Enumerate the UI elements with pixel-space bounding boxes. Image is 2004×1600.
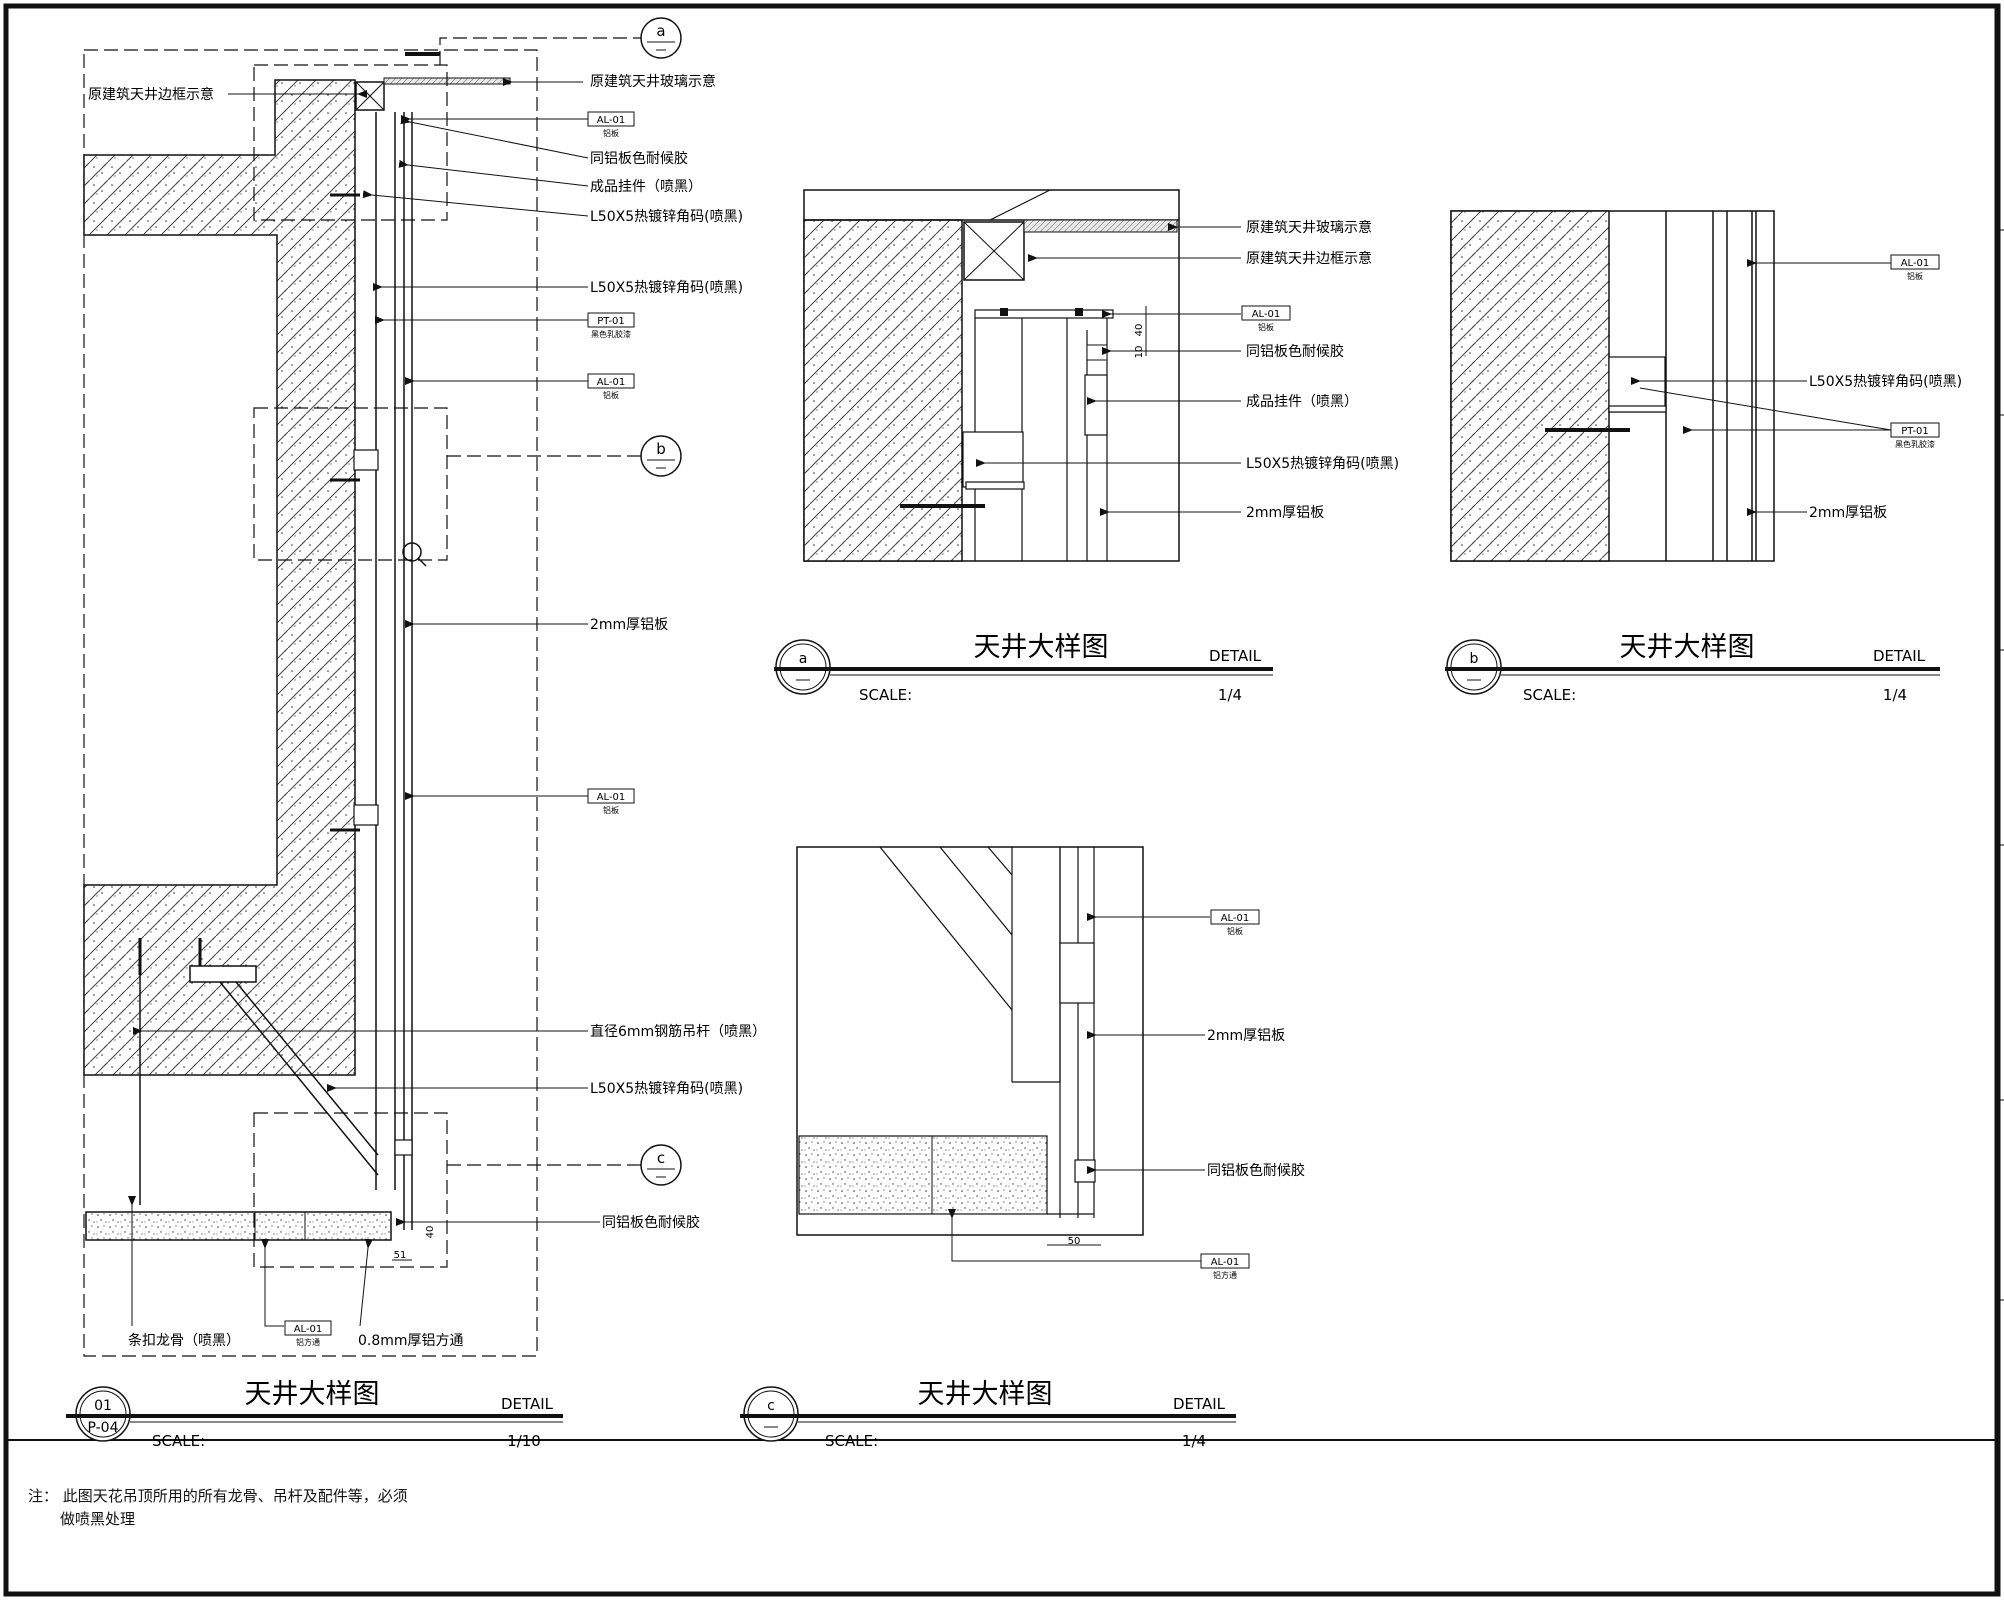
c-tag-al01-top: AL-01 — [1221, 913, 1250, 924]
main-title-detail: DETAIL — [501, 1395, 554, 1413]
label-hanger: 成品挂件（喷黑） — [590, 179, 702, 195]
detail-b-concrete — [1450, 210, 1610, 562]
dim-40: 40 — [425, 1226, 436, 1239]
a-title-detail: DETAIL — [1209, 647, 1262, 665]
callout-b-letter: b — [656, 440, 666, 458]
tag-al01-low-sub: 铝板 — [603, 805, 619, 815]
label-angle2: L50X5热镀锌角码(喷黑) — [590, 279, 743, 296]
tag-al01-mid-sub: 铝板 — [603, 390, 619, 400]
c-label-plate: 2mm厚铝板 — [1207, 1028, 1285, 1044]
c-tag-al01-bottom: AL-01 — [1211, 1257, 1240, 1268]
detail-c-slab — [798, 1135, 1048, 1215]
tag-pt01-sub: 黑色乳胶漆 — [591, 329, 631, 339]
c-tag-al01-bottom-sub: 铝方通 — [1213, 1270, 1237, 1280]
callout-marker-c: c — [640, 1144, 682, 1186]
c-title-scale-value: 1/4 — [1182, 1432, 1206, 1450]
c-title-name: 天井大样图 — [918, 1379, 1053, 1410]
label-plate: 2mm厚铝板 — [590, 617, 668, 633]
b-title-tag: b — [1470, 651, 1479, 667]
title-tag-sheet: P-04 — [87, 1420, 118, 1436]
b-title-name: 天井大样图 — [1620, 632, 1755, 663]
detail-c-frame — [796, 846, 1144, 1236]
b-tag-al01: AL-01 — [1901, 258, 1930, 269]
detail-b: AL-01 铝板 L50X5热镀锌角码(喷黑) PT-01 黑色乳胶漆 2mm厚… — [1445, 210, 1962, 704]
main-detail: a b c 原建筑天井边框示意 — [66, 17, 766, 1450]
b-label-angle: L50X5热镀锌角码(喷黑) — [1809, 373, 1962, 390]
a-title-name: 天井大样图 — [974, 632, 1109, 663]
callout-a-letter: a — [656, 22, 665, 40]
sheet-border — [3, 3, 2001, 1597]
dim-51: 51 — [394, 1250, 407, 1261]
a-title-scale-label: SCALE: — [859, 686, 912, 704]
b-title-detail: DETAIL — [1873, 647, 1926, 665]
tag-al01-top: AL-01 — [597, 115, 626, 126]
callout-box-b — [253, 407, 448, 561]
detail-b-title: b 天井大样图 DETAIL SCALE: 1/4 — [1445, 632, 1940, 704]
c-label-sealant: 同铝板色耐候胶 — [1207, 1162, 1305, 1179]
note-line-2: 做喷黑处理 — [60, 1510, 136, 1528]
a-tag-al01-sub: 铝板 — [1258, 322, 1274, 332]
b-label-plate: 2mm厚铝板 — [1809, 505, 1887, 521]
a-dim-10: 10 — [1134, 346, 1145, 359]
tag-al01-bottom: AL-01 — [294, 1324, 323, 1335]
a-tag-al01: AL-01 — [1252, 309, 1281, 320]
b-tag-pt01: PT-01 — [1901, 426, 1929, 437]
detail-a-title: a 天井大样图 DETAIL SCALE: 1/4 — [774, 632, 1273, 704]
main-title-name: 天井大样图 — [245, 1379, 380, 1410]
detail-c-title: c 天井大样图 DETAIL SCALE: 1/4 — [740, 1379, 1236, 1450]
detail-a-concrete — [803, 219, 963, 562]
a-label-hanger: 成品挂件（喷黑） — [1246, 394, 1358, 410]
callout-marker-a: a — [640, 17, 682, 59]
detail-c: AL-01 铝板 2mm厚铝板 同铝板色耐候胶 AL-01 铝方通 50 c 天… — [740, 846, 1305, 1450]
label-glass: 原建筑天井玻璃示意 — [590, 73, 716, 90]
label-frame: 原建筑天井边框示意 — [88, 86, 214, 103]
callout-c-letter: c — [657, 1149, 665, 1167]
main-detail-title: 01 P-04 天井大样图 DETAIL SCALE: 1/10 — [66, 1379, 563, 1450]
ceiling-slab — [85, 1211, 392, 1241]
callout-box-c — [253, 1112, 448, 1268]
c-tag-al01-top-sub: 铝板 — [1227, 926, 1243, 936]
b-title-scale-label: SCALE: — [1523, 686, 1576, 704]
label-sealant-bottom: 同铝板色耐候胶 — [602, 1214, 700, 1231]
callout-box-a — [253, 64, 448, 221]
main-detail-frame — [83, 49, 538, 1357]
detail-a-glass — [1023, 219, 1178, 233]
label-keel: 条扣龙骨（喷黑） — [128, 1332, 240, 1349]
tag-al01-low: AL-01 — [597, 792, 626, 803]
tag-al01-bottom-sub: 铝方通 — [296, 1337, 320, 1347]
tag-al01-top-sub: 铝板 — [603, 128, 619, 138]
main-title-scale-value: 1/10 — [507, 1432, 541, 1450]
a-label-sealant: 同铝板色耐候胶 — [1246, 343, 1344, 360]
label-angle1: L50X5热镀锌角码(喷黑) — [590, 208, 743, 225]
detail-a: 原建筑天井玻璃示意 原建筑天井边框示意 AL-01 铝板 同铝板色耐候胶 成品挂… — [774, 189, 1399, 704]
a-title-scale-value: 1/4 — [1218, 686, 1242, 704]
a-label-plate: 2mm厚铝板 — [1246, 505, 1324, 521]
callout-marker-b: b — [640, 435, 682, 477]
b-tag-pt01-sub: 黑色乳胶漆 — [1895, 439, 1935, 449]
main-title-scale-label: SCALE: — [152, 1432, 205, 1450]
a-label-frame: 原建筑天井边框示意 — [1246, 250, 1372, 267]
c-title-scale-label: SCALE: — [825, 1432, 878, 1450]
a-label-glass: 原建筑天井玻璃示意 — [1246, 219, 1372, 236]
a-title-tag: a — [799, 651, 808, 667]
c-dim-50: 50 — [1068, 1236, 1081, 1247]
b-title-scale-value: 1/4 — [1883, 686, 1907, 704]
tag-pt01: PT-01 — [597, 316, 625, 327]
title-tag-number: 01 — [94, 1398, 112, 1414]
label-tube: 0.8mm厚铝方通 — [358, 1333, 464, 1349]
label-sealant-top: 同铝板色耐候胶 — [590, 150, 688, 167]
label-rod: 直径6mm钢筋吊杆（喷黑） — [590, 1023, 766, 1040]
a-label-angle: L50X5热镀锌角码(喷黑) — [1246, 455, 1399, 472]
a-dim-40: 40 — [1134, 324, 1145, 337]
concrete-wall — [83, 79, 356, 1076]
tag-al01-mid: AL-01 — [597, 377, 626, 388]
c-title-tag: c — [767, 1398, 775, 1414]
note-line-1: 注： 此图天花吊顶所用的所有龙骨、吊杆及配件等，必须 — [28, 1487, 408, 1505]
label-angle3: L50X5热镀锌角码(喷黑) — [590, 1080, 743, 1097]
b-tag-al01-sub: 铝板 — [1907, 271, 1923, 281]
c-title-detail: DETAIL — [1173, 1395, 1226, 1413]
right-titleblock-strip — [1996, 229, 2004, 1301]
